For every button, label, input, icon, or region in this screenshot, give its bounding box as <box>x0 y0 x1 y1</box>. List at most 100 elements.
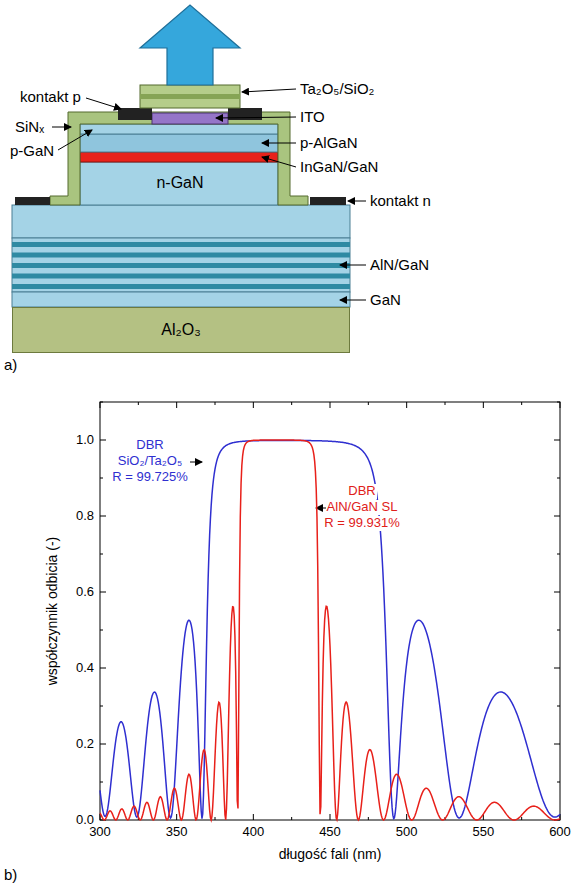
emission-arrow <box>140 5 240 85</box>
y-tick <box>100 706 103 707</box>
x-tick <box>521 817 522 820</box>
part-label: kontakt p <box>20 88 81 105</box>
y-tick <box>557 706 560 707</box>
y-tick <box>554 440 560 441</box>
axis-title: współczynnik odbicia (-) <box>44 537 60 686</box>
part-label: InGaN/GaN <box>300 158 378 175</box>
nitride-dbr-curve <box>100 440 560 820</box>
y-tick <box>100 782 103 783</box>
x-tick <box>253 402 254 408</box>
tick-label: 350 <box>166 825 188 840</box>
gan-buffer <box>12 292 350 307</box>
y-tick <box>100 630 103 631</box>
dielectric-dbr-stripe <box>140 94 240 99</box>
n-gan-layer <box>12 205 350 238</box>
x-tick <box>291 817 292 820</box>
n-gan-region: n-GaN <box>110 166 250 200</box>
curve-annotation: DBR <box>347 484 376 499</box>
x-tick <box>445 402 446 405</box>
x-tick <box>253 814 254 820</box>
p-algan-layer <box>80 134 278 152</box>
tick-label: 0.4 <box>76 661 94 676</box>
x-tick <box>100 402 101 408</box>
p-contact <box>118 108 152 120</box>
part-label: GaN <box>370 291 401 308</box>
y-tick <box>557 782 560 783</box>
x-tick <box>368 817 369 820</box>
y-tick <box>557 554 560 555</box>
aln-stripe <box>12 284 350 289</box>
part-label: SiNₓ <box>15 118 44 135</box>
part-label: p-GaN <box>10 142 54 159</box>
y-tick <box>554 744 560 745</box>
n-contact <box>15 197 50 205</box>
tick-label: 0.2 <box>76 737 94 752</box>
y-tick <box>100 516 106 517</box>
layer-name: Al₂O₃ <box>161 321 200 339</box>
part-label: p-AlGaN <box>300 134 358 151</box>
x-tick <box>521 402 522 405</box>
aln-stripe <box>12 253 350 258</box>
x-tick <box>291 402 292 405</box>
tick-label: 0.8 <box>76 509 94 524</box>
x-tick <box>138 402 139 405</box>
substrate-layer: Al₂O₃ <box>12 307 350 353</box>
y-tick <box>100 554 103 555</box>
curve-annotation: R = 99.725% <box>111 470 189 485</box>
y-tick <box>100 744 106 745</box>
y-tick <box>100 440 106 441</box>
aln-stripe <box>12 242 350 247</box>
aln-gan-dbr <box>12 238 350 292</box>
y-tick <box>557 478 560 479</box>
x-tick <box>483 402 484 408</box>
y-tick <box>557 630 560 631</box>
tick-label: 500 <box>396 825 418 840</box>
n-contact <box>310 197 346 205</box>
tick-label: 300 <box>89 825 111 840</box>
dbr-stripes <box>12 242 350 289</box>
x-tick <box>406 402 407 408</box>
x-tick <box>215 817 216 820</box>
tick-label: 400 <box>242 825 264 840</box>
ingan-active-layer <box>80 152 278 162</box>
part-label: Ta₂O₅/SiO₂ <box>300 80 374 97</box>
y-tick <box>554 516 560 517</box>
axis-title: długość fali (nm) <box>279 846 382 862</box>
p-gan-layer <box>80 124 278 134</box>
y-tick <box>554 668 560 669</box>
tick-label: 600 <box>549 825 571 840</box>
layer-name: n-GaN <box>156 174 203 192</box>
curve-annotation: SiO₂/Ta₂O₅ <box>117 454 183 469</box>
tick-label: 1.0 <box>76 433 94 448</box>
plot-frame <box>100 402 560 820</box>
x-tick <box>406 814 407 820</box>
tick-label: 550 <box>472 825 494 840</box>
aln-stripe <box>12 274 350 279</box>
x-tick <box>560 402 561 408</box>
x-tick <box>215 402 216 405</box>
y-tick <box>100 402 103 403</box>
x-tick <box>368 402 369 405</box>
curve-annotation: R = 99.931% <box>323 516 401 531</box>
tick-label: 450 <box>319 825 341 840</box>
x-tick <box>330 814 331 820</box>
tick-label: 0.6 <box>76 585 94 600</box>
panel-letter: b) <box>4 866 17 883</box>
part-label: AlN/GaN <box>370 256 429 273</box>
reflectance-chart <box>100 402 560 820</box>
x-tick <box>176 814 177 820</box>
curve-annotation: DBR <box>135 438 164 453</box>
part-label: ITO <box>300 108 325 125</box>
panel-letter: a) <box>4 356 17 373</box>
y-tick <box>557 402 560 403</box>
y-tick <box>554 592 560 593</box>
x-tick <box>330 402 331 408</box>
dielectric-dbr-curve <box>100 440 560 818</box>
curve-annotation: AlN/GaN SL <box>326 500 399 515</box>
sinx-passivation <box>50 112 308 205</box>
aln-stripe <box>12 263 350 268</box>
y-tick <box>100 592 106 593</box>
x-tick <box>176 402 177 408</box>
dielectric-dbr <box>140 85 240 108</box>
ito-layer <box>152 113 228 124</box>
